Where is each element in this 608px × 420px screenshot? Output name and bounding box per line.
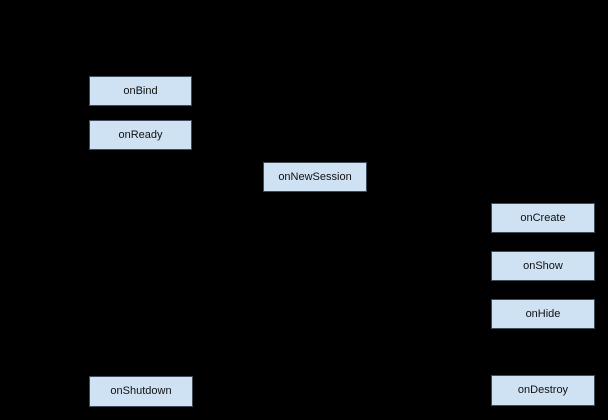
node-onshutdown: onShutdown [89, 376, 193, 407]
node-label: onHide [525, 307, 561, 320]
node-label: onCreate [520, 211, 566, 224]
node-label: onBind [123, 84, 158, 97]
node-onhide: onHide [491, 299, 595, 329]
node-label: onReady [118, 128, 163, 141]
node-label: onShutdown [110, 385, 172, 397]
node-onready: onReady [89, 120, 192, 150]
node-ondestroy: onDestroy [491, 375, 595, 406]
node-onshow: onShow [491, 251, 595, 281]
node-onbind: onBind [89, 76, 192, 106]
node-onnewsession: onNewSession [263, 162, 367, 192]
node-oncreate: onCreate [491, 203, 595, 233]
node-label: onShow [523, 259, 563, 272]
node-label: onDestroy [517, 384, 569, 396]
node-label: onNewSession [278, 170, 352, 183]
